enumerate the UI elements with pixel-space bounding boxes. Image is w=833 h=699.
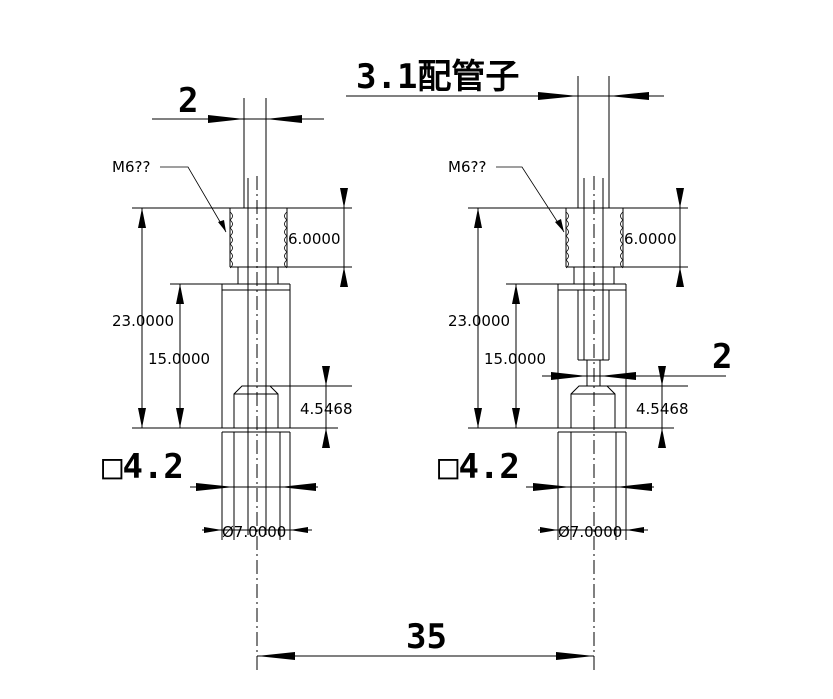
left-overall-height-label: 23.0000 xyxy=(112,312,174,330)
right-neck-label: 2 xyxy=(712,337,732,377)
right-part: M6?? 2 xyxy=(438,76,732,672)
right-square-label: □4.2 xyxy=(438,447,520,487)
left-bore-depth-label: 15.0000 xyxy=(148,350,210,368)
left-thread-label: M6?? xyxy=(112,158,150,176)
right-diameter-label: Ø7.0000 xyxy=(558,523,622,541)
right-overall-height-label: 23.0000 xyxy=(448,312,510,330)
spacing-label: 35 xyxy=(406,617,447,657)
right-thread-label: M6?? xyxy=(448,158,486,176)
left-part: 2 M6?? xyxy=(102,81,353,672)
left-thread-depth-label: 6.0000 xyxy=(288,230,341,248)
left-diameter-label: Ø7.0000 xyxy=(222,523,286,541)
left-top-width-label: 2 xyxy=(178,81,198,121)
title-dimension xyxy=(346,92,664,100)
spacing-dimension: 35 xyxy=(257,617,594,660)
right-chamfer-label: 4.5468 xyxy=(636,400,689,418)
drawing-title: 3.1配管子 xyxy=(356,57,519,97)
right-bore-depth-label: 15.0000 xyxy=(484,350,546,368)
left-chamfer-label: 4.5468 xyxy=(300,400,353,418)
left-square-label: □4.2 xyxy=(102,447,184,487)
right-thread-depth-label: 6.0000 xyxy=(624,230,677,248)
